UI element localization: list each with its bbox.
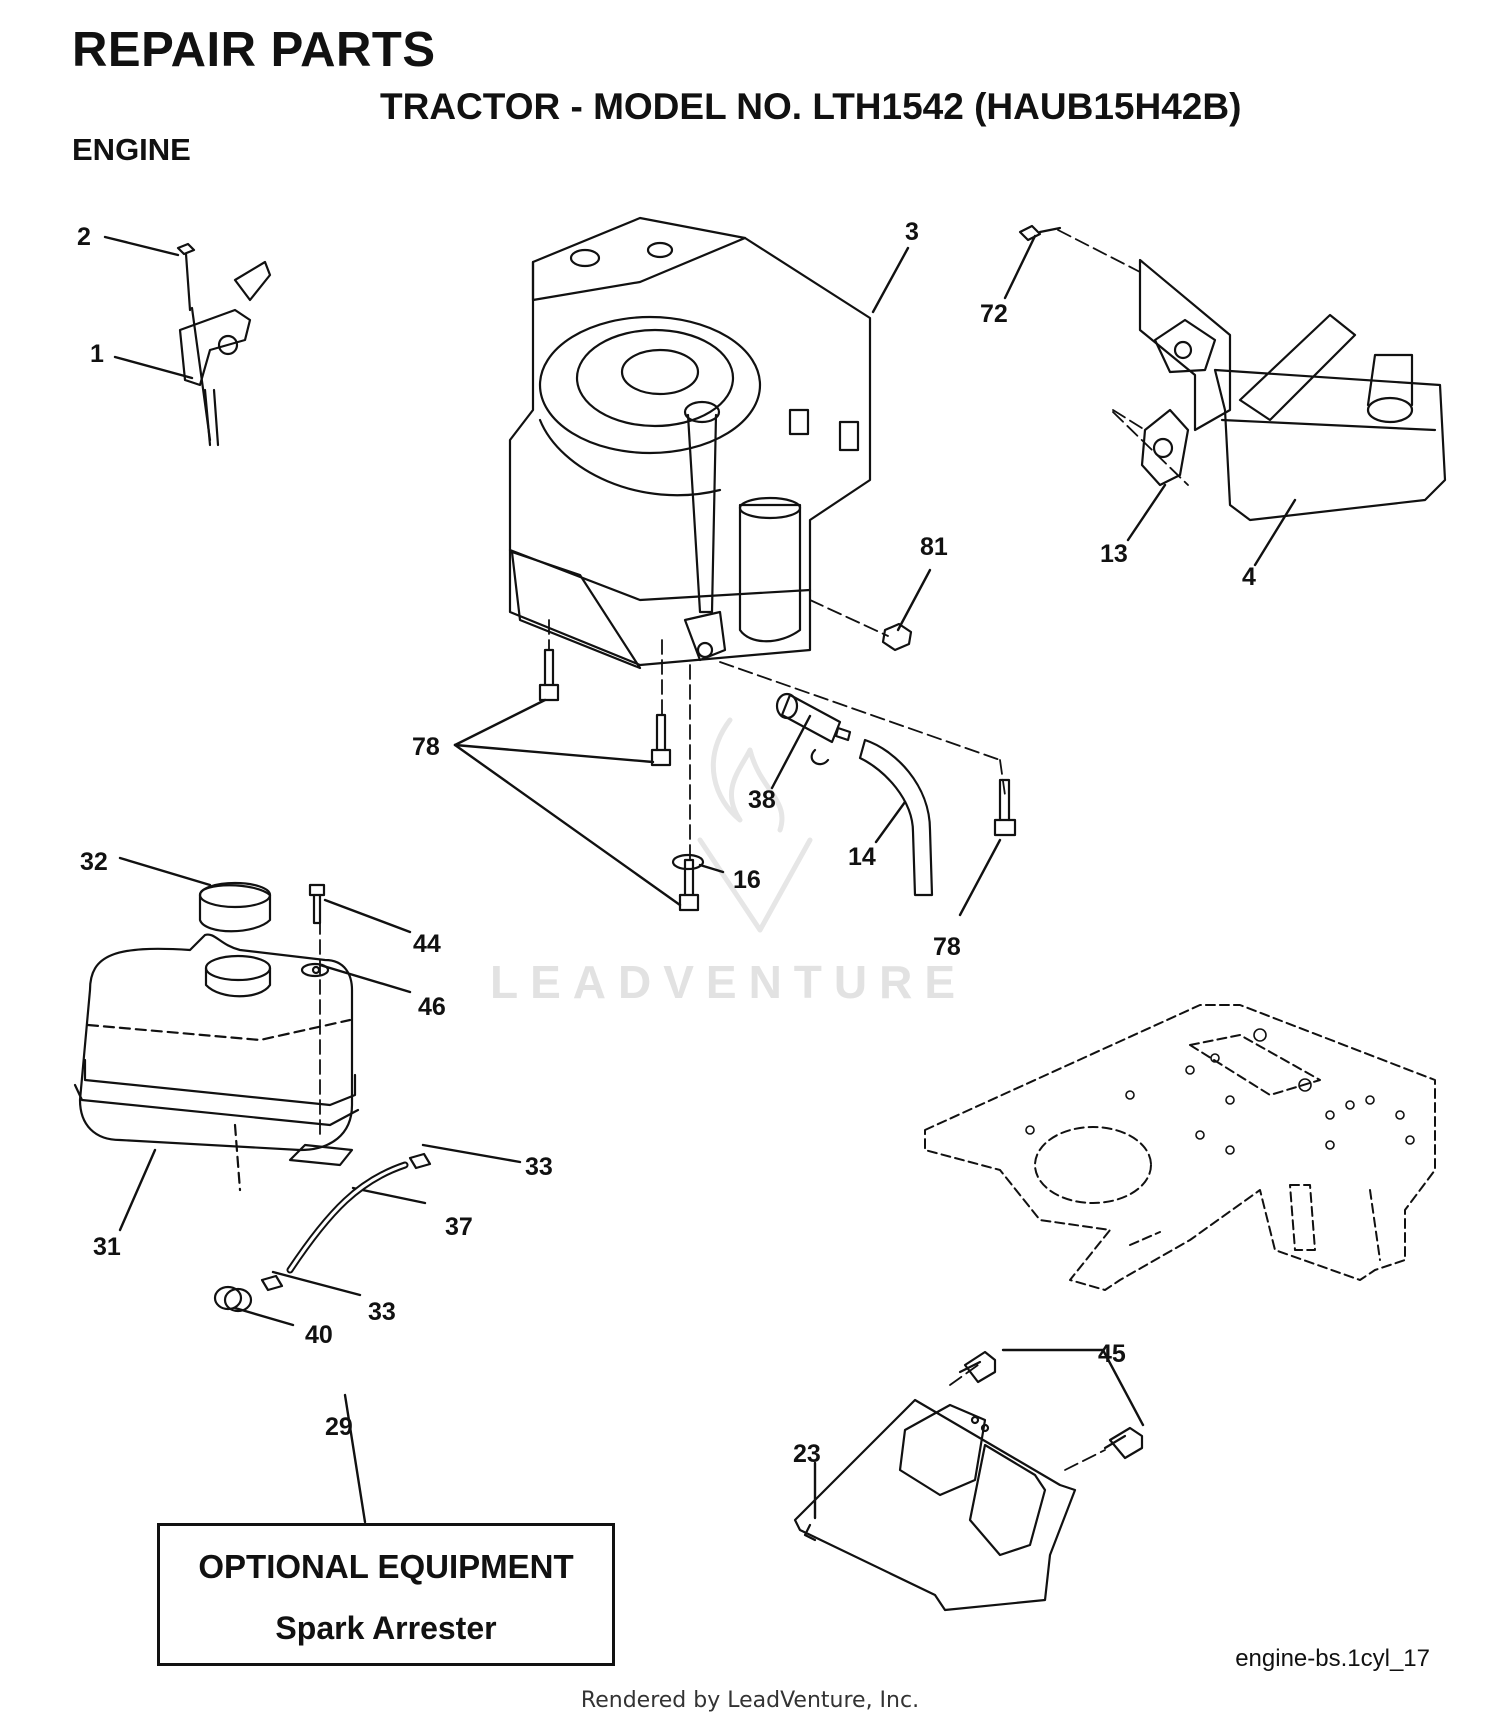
callout-78a: 78 (412, 733, 440, 761)
footer-credit: Rendered by LeadVenture, Inc. (580, 1688, 920, 1713)
frame-holes (1025, 1028, 1415, 1155)
tractor-frame-part (924, 1004, 1436, 1291)
leader-lines (103, 234, 1297, 1524)
callout-4: 4 (1242, 563, 1256, 591)
alignment-lines (319, 229, 1189, 1471)
callout-29: 29 (325, 1413, 353, 1441)
callout-16: 16 (733, 866, 761, 894)
optional-equipment-box: OPTIONAL EQUIPMENT Spark Arrester (157, 1523, 615, 1666)
callout-3: 3 (905, 218, 919, 246)
screw-45-part (958, 1350, 1144, 1460)
bolt-78-part (538, 648, 1017, 912)
watermark-logo-icon (697, 717, 813, 933)
callout-14: 14 (848, 843, 876, 871)
callout-38: 38 (748, 786, 776, 814)
callout-32: 32 (80, 848, 108, 876)
muffler-part (1018, 224, 1447, 522)
callout-40: 40 (305, 1321, 333, 1349)
callout-46: 46 (418, 993, 446, 1021)
heat-shield-part (793, 1398, 1077, 1612)
model-subtitle: TRACTOR - MODEL NO. LTH1542 (HAUB15H42B) (380, 86, 1242, 127)
throttle-control-part (176, 242, 272, 447)
callout-37: 37 (445, 1213, 473, 1241)
callout-13: 13 (1100, 540, 1128, 568)
callout-33a: 33 (525, 1153, 553, 1181)
fuel-filter-part (775, 692, 852, 766)
callout-2: 2 (77, 223, 91, 251)
optional-equipment-item: Spark Arrester (275, 1610, 497, 1646)
callout-72: 72 (980, 300, 1008, 328)
section-label: ENGINE (72, 132, 191, 167)
optional-equipment-heading: OPTIONAL EQUIPMENT (198, 1548, 574, 1585)
callout-33b: 33 (368, 1298, 396, 1326)
page-title: REPAIR PARTS (72, 23, 436, 77)
nut-part (881, 622, 913, 652)
callout-78b: 78 (933, 933, 961, 961)
callout-81: 81 (920, 533, 948, 561)
callout-44: 44 (413, 930, 441, 958)
washer-part (671, 853, 705, 871)
fuel-tank-part (73, 881, 360, 1192)
callout-numbers: 2 1 3 72 13 4 81 78 38 14 16 78 32 44 46… (77, 218, 1256, 1468)
callout-23: 23 (793, 1440, 821, 1468)
callout-1: 1 (90, 340, 104, 368)
watermark-text: LEADVENTURE (490, 956, 968, 1008)
callout-45: 45 (1098, 1340, 1126, 1368)
engine-part (508, 216, 872, 670)
figure-reference: engine-bs.1cyl_17 (1235, 1645, 1430, 1672)
fuel-hose-part (858, 738, 934, 897)
fuel-line-part (213, 1152, 432, 1313)
callout-31: 31 (93, 1233, 121, 1261)
